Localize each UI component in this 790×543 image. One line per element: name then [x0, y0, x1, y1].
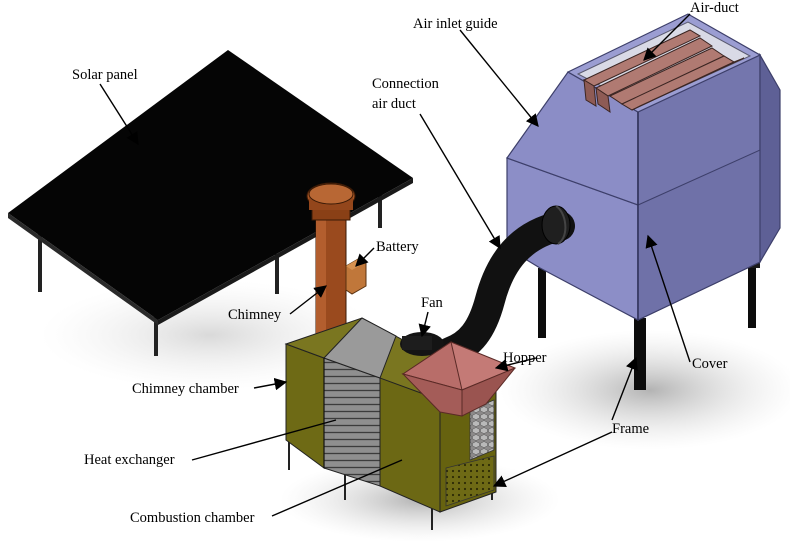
label-chimney: Chimney	[228, 307, 282, 323]
arrow-frame-top	[611, 356, 638, 421]
arrow-frame-bottom	[492, 431, 613, 488]
hopper	[401, 341, 517, 417]
label-solar-panel: Solar panel	[72, 67, 138, 83]
label-battery: Battery	[376, 239, 419, 255]
air-duct-fins	[582, 29, 745, 114]
chimney-chamber	[285, 343, 325, 469]
arrow-chimney-chamber	[253, 377, 288, 391]
label-combustion-chamber: Combustion chamber	[130, 510, 255, 526]
label-air-inlet-guide: Air inlet guide	[413, 16, 498, 32]
label-hopper: Hopper	[503, 350, 547, 366]
arrow-fan	[418, 311, 431, 338]
battery	[345, 257, 367, 295]
leader-arrows	[99, 13, 691, 517]
arrow-hopper	[494, 357, 537, 372]
heat-exchanger	[323, 357, 381, 487]
connection-air-duct	[435, 205, 575, 367]
chamber-unit	[284, 317, 498, 530]
label-fan: Fan	[421, 295, 444, 311]
arrow-chimney	[289, 285, 327, 315]
label-cover: Cover	[692, 356, 728, 372]
fan	[400, 332, 444, 356]
label-connection-line2: air duct	[372, 96, 416, 112]
arrow-solar-panel	[99, 83, 139, 146]
label-chimney-chamber: Chimney chamber	[132, 381, 239, 397]
arrow-connection-air-duct	[419, 113, 501, 250]
solar-panel-surface	[8, 50, 413, 320]
arrow-air-inlet-guide	[459, 29, 539, 127]
label-connection-line1: Connection	[372, 76, 440, 92]
arrow-combustion-chamber	[271, 459, 403, 517]
label-heat-exchanger: Heat exchanger	[84, 452, 175, 468]
arrow-air-duct	[643, 13, 691, 61]
labels: Solar panel Air inlet guide Air-duct Con…	[72, 0, 739, 526]
dryer-unit	[506, 13, 781, 390]
label-air-duct: Air-duct	[690, 0, 739, 16]
arrow-cover	[645, 234, 691, 363]
arrow-battery	[355, 247, 375, 267]
label-frame: Frame	[612, 421, 649, 437]
arrow-heat-exchanger	[191, 419, 337, 461]
solar-panel-edge	[8, 213, 158, 325]
